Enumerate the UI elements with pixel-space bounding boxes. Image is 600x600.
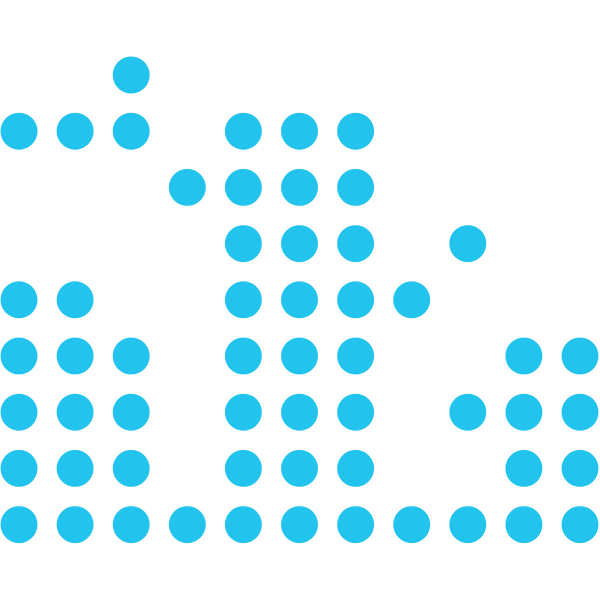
dot-9-6 — [505, 393, 543, 431]
dot-2-8 — [112, 506, 150, 544]
dot-5-8 — [281, 506, 318, 544]
dot-9-8 — [505, 506, 543, 544]
dot-1-8 — [56, 506, 94, 544]
dot-1-7 — [56, 449, 94, 487]
dot-5-2 — [281, 168, 318, 206]
dot-5-5 — [281, 337, 318, 375]
dot-6-1 — [337, 112, 375, 150]
dot-2-0 — [112, 56, 150, 94]
dot-3-2 — [168, 168, 206, 206]
dot-8-8 — [449, 506, 487, 544]
dot-4-6 — [224, 393, 262, 431]
dot-5-7 — [281, 449, 318, 487]
dot-7-4 — [393, 281, 431, 319]
dot-0-6 — [0, 393, 38, 431]
dot-6-5 — [337, 337, 375, 375]
dot-1-6 — [56, 393, 94, 431]
dot-3-8 — [168, 506, 206, 544]
dot-6-2 — [337, 168, 375, 206]
dot-10-8 — [561, 506, 599, 544]
dot-0-4 — [0, 281, 38, 319]
dot-0-7 — [0, 449, 38, 487]
dot-6-4 — [337, 281, 375, 319]
dot-5-4 — [281, 281, 318, 319]
dot-group — [0, 56, 599, 544]
dot-6-8 — [337, 506, 375, 544]
dot-6-6 — [337, 393, 375, 431]
dot-2-7 — [112, 449, 150, 487]
dot-10-6 — [561, 393, 599, 431]
dot-0-5 — [0, 337, 38, 375]
dot-4-4 — [224, 281, 262, 319]
dot-10-5 — [561, 337, 599, 375]
dot-1-1 — [56, 112, 94, 150]
dot-4-1 — [224, 112, 262, 150]
dot-1-4 — [56, 281, 94, 319]
dot-5-3 — [281, 225, 318, 263]
dot-4-8 — [224, 506, 262, 544]
dot-4-5 — [224, 337, 262, 375]
dot-4-3 — [224, 225, 262, 263]
dot-10-7 — [561, 449, 599, 487]
dot-0-8 — [0, 506, 38, 544]
dot-7-8 — [393, 506, 431, 544]
dot-4-2 — [224, 168, 262, 206]
dot-2-5 — [112, 337, 150, 375]
dot-2-6 — [112, 393, 150, 431]
dot-6-7 — [337, 449, 375, 487]
dot-5-1 — [281, 112, 318, 150]
dot-2-1 — [112, 112, 150, 150]
dot-0-1 — [0, 112, 38, 150]
dot-4-7 — [224, 449, 262, 487]
dot-8-3 — [449, 225, 487, 263]
dot-6-3 — [337, 225, 375, 263]
dot-9-7 — [505, 449, 543, 487]
dot-5-6 — [281, 393, 318, 431]
dot-9-5 — [505, 337, 543, 375]
dot-8-6 — [449, 393, 487, 431]
dot-1-5 — [56, 337, 94, 375]
